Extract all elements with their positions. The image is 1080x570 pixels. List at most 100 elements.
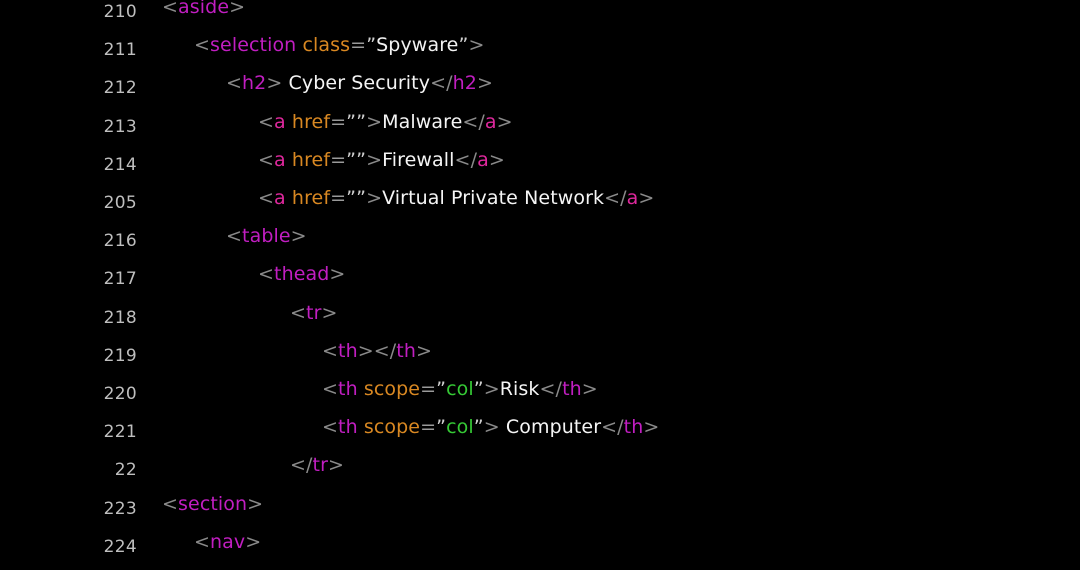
token-punctuation: < <box>258 110 275 133</box>
token-attribute-name: href <box>291 187 331 209</box>
token-equals: = <box>350 34 367 57</box>
token-text-content: Computer <box>499 416 602 439</box>
code-line-text[interactable]: <a href=””>Firewall</a> <box>258 149 505 171</box>
code-line-text[interactable]: <th></th> <box>322 340 432 362</box>
code-line[interactable]: 212<h2> Cyber Security</h2> <box>0 68 1080 106</box>
code-line[interactable]: 211<selection class=”Spyware”> <box>0 30 1080 68</box>
token-punctuation: > <box>483 378 500 400</box>
token-attribute-name: href <box>291 148 331 171</box>
code-line[interactable]: 217<thead> <box>0 259 1080 297</box>
token-punctuation: </ <box>430 72 453 95</box>
code-line-text[interactable]: <th scope=”col”>Risk</th> <box>322 378 598 400</box>
line-number: 223 <box>103 498 137 519</box>
code-line-text[interactable]: <selection class=”Spyware”> <box>194 34 484 56</box>
token-tag-name: th <box>338 416 358 439</box>
code-line-text[interactable]: <table> <box>226 225 307 247</box>
token-attribute-name: href <box>291 110 331 133</box>
token-tag-name: a <box>484 110 497 133</box>
line-number: 210 <box>103 2 137 22</box>
code-line[interactable]: 220 <th scope=”col”>Risk</th> <box>0 374 1080 412</box>
line-number: 22 <box>114 460 137 481</box>
token-punctuation: </ <box>601 416 624 439</box>
code-line[interactable]: 225 <box>0 565 1080 570</box>
token-punctuation: > <box>366 148 383 171</box>
token-punctuation: < <box>194 34 211 57</box>
code-line-text[interactable]: <a href=””>Virtual Private Network</a> <box>258 187 654 209</box>
token-tag-name: h2 <box>452 72 477 95</box>
token-punctuation: > <box>468 34 485 57</box>
code-line[interactable]: 213<a href=””>Malware</a> <box>0 107 1080 145</box>
token-quote: ” <box>473 416 484 439</box>
line-number: 221 <box>103 422 137 443</box>
token-tag-name: nav <box>210 530 246 553</box>
line-number: 214 <box>103 154 137 175</box>
token-punctuation: </ <box>539 378 563 400</box>
line-number: 220 <box>103 384 137 404</box>
token-tag-name: section <box>178 492 248 515</box>
token-quote: ”” <box>346 110 367 133</box>
token-tag-name: a <box>274 187 286 209</box>
token-punctuation: < <box>226 72 243 95</box>
code-line-text[interactable]: <tr> <box>290 302 338 324</box>
token-attribute-name: scope <box>363 416 421 439</box>
token-punctuation: > <box>488 148 505 171</box>
token-punctuation: > <box>643 416 660 439</box>
code-line[interactable]: 219<th></th> <box>0 336 1080 374</box>
code-line[interactable]: 223 <section> <box>0 489 1080 527</box>
code-line-text[interactable]: <thead> <box>258 263 345 285</box>
code-line-text[interactable]: <aside> <box>162 0 245 18</box>
token-text-content: Cyber Security <box>282 72 431 95</box>
token-equals: = <box>420 378 437 400</box>
token-text-content: Risk <box>499 378 540 400</box>
token-tag-name: th <box>562 378 582 400</box>
token-punctuation: > <box>266 72 283 95</box>
token-punctuation: < <box>290 301 307 324</box>
code-line-text[interactable]: <a href=””>Malware</a> <box>258 111 513 133</box>
token-attribute-name: scope <box>363 378 421 400</box>
token-punctuation: > <box>357 339 374 362</box>
line-number: 219 <box>103 345 137 366</box>
token-tag-name: thead <box>274 263 330 286</box>
code-line[interactable]: 210 <aside> <box>0 0 1080 30</box>
token-quote: ” <box>458 34 469 57</box>
token-tag-name: h2 <box>242 72 267 95</box>
token-punctuation: > <box>638 187 655 209</box>
token-punctuation: </ <box>290 454 313 477</box>
token-punctuation: </ <box>462 110 485 133</box>
token-tag-name: selection <box>210 34 297 57</box>
token-punctuation: </ <box>373 339 397 362</box>
code-line[interactable]: 216 <table> <box>0 221 1080 259</box>
token-equals: = <box>420 416 437 439</box>
code-line[interactable]: 22 </tr> <box>0 450 1080 488</box>
code-line-text[interactable]: <nav> <box>194 531 261 553</box>
token-punctuation: </ <box>454 148 478 171</box>
token-punctuation: < <box>322 339 339 362</box>
code-line-text[interactable]: <h2> Cyber Security</h2> <box>226 72 493 94</box>
token-punctuation: > <box>476 72 493 95</box>
token-tag-name: th <box>338 378 358 400</box>
token-punctuation: > <box>581 378 598 400</box>
line-number: 216 <box>103 231 137 252</box>
line-number: 205 <box>103 193 137 213</box>
code-line[interactable]: 224<nav> <box>0 527 1080 565</box>
token-text-content: Virtual Private Network <box>382 187 605 209</box>
line-number: 212 <box>103 78 137 99</box>
code-line[interactable]: 221<th scope=”col”> Computer</th> <box>0 412 1080 450</box>
code-line[interactable]: 214<a href=””>Firewall</a> <box>0 145 1080 183</box>
code-line-text[interactable]: <section> <box>162 493 263 515</box>
token-tag-name: tr <box>312 454 328 477</box>
token-tag-name: th <box>396 339 416 362</box>
code-line[interactable]: 218<tr> <box>0 298 1080 336</box>
code-line-text[interactable]: <th scope=”col”> Computer</th> <box>322 416 659 438</box>
token-tag-name: tr <box>306 301 322 324</box>
token-punctuation: < <box>258 187 275 209</box>
token-punctuation: > <box>366 110 383 133</box>
code-line[interactable]: 205<a href=””>Virtual Private Network</a… <box>0 183 1080 221</box>
token-quote: ” <box>366 34 377 57</box>
token-attribute-value: Spyware <box>376 34 459 57</box>
token-quote: ”” <box>346 148 367 171</box>
token-tag-name: table <box>242 225 291 248</box>
token-tag-name: a <box>274 148 286 171</box>
code-line-text[interactable]: </tr> <box>290 454 344 476</box>
